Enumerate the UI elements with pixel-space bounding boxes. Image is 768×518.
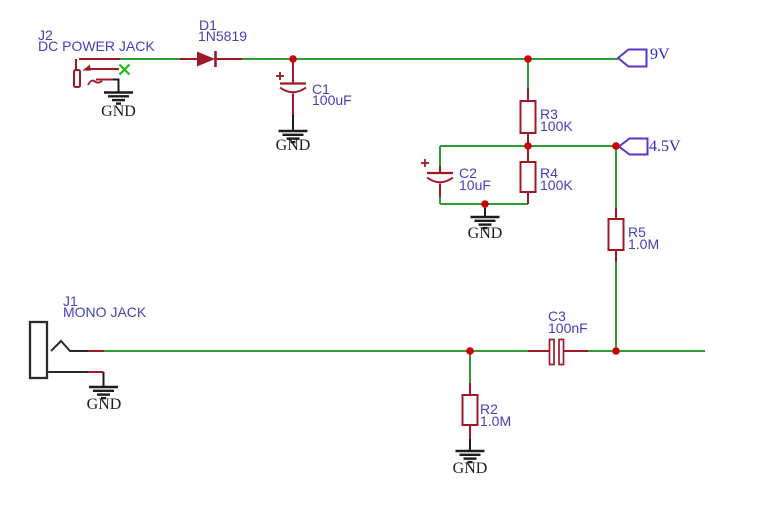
symbol-capacitor-C3 xyxy=(528,338,588,366)
junction-c3-r5 xyxy=(612,347,620,355)
label-R4-ref: R4 xyxy=(540,165,558,181)
net-label-9v: 9V xyxy=(650,46,670,63)
j1-body xyxy=(28,320,49,380)
gnd-symbol-j1 xyxy=(89,385,118,400)
label-C1-value: 100uF xyxy=(312,92,352,108)
label-J2-value: DC POWER JACK xyxy=(38,37,155,54)
c3-plate-left xyxy=(548,338,555,366)
label-C2-value: 10uF xyxy=(459,177,491,193)
label-R3-ref: R3 xyxy=(540,106,558,122)
net-label-4v5: 4.5V xyxy=(649,138,681,155)
junction-c2-gnd xyxy=(481,200,489,208)
label-R5-ref: R5 xyxy=(628,224,646,240)
label-J1-value: MONO JACK xyxy=(63,303,147,320)
gnd-label-r2: GND xyxy=(452,460,488,477)
symbol-mono-jack-J1 xyxy=(28,320,105,387)
symbol-dc-power-jack-J2 xyxy=(73,58,131,92)
junction-r2 xyxy=(466,347,474,355)
label-C2-ref: C2 xyxy=(459,165,477,181)
label-R2-ref: R2 xyxy=(480,401,498,417)
jack-barrel xyxy=(73,69,81,88)
symbol-resistor-R2 xyxy=(461,383,479,451)
symbol-capacitor-C2 xyxy=(421,159,486,217)
r5-body xyxy=(607,218,625,251)
r2-body xyxy=(461,394,479,426)
c1-plus-icon xyxy=(276,72,284,80)
r4-body xyxy=(519,161,537,193)
label-D1-value: 1N5819 xyxy=(198,28,248,44)
label-C3-ref: C3 xyxy=(548,308,566,324)
gnd-label-c2: GND xyxy=(467,225,503,242)
symbol-resistor-R5 xyxy=(607,208,625,262)
label-J2-ref: J2 xyxy=(38,27,53,43)
label-D1-ref: D1 xyxy=(199,17,217,33)
label-R2-value: 1.0M xyxy=(480,413,512,429)
label-R4-value: 100K xyxy=(540,177,573,193)
j1-tip-contact xyxy=(50,339,88,352)
junction-r3-r4 xyxy=(524,142,532,150)
gnd-symbol-c1 xyxy=(278,129,308,144)
gnd-label-j1: GND xyxy=(86,396,122,413)
symbol-diode-D1 xyxy=(180,51,242,67)
jack-pin-arrow xyxy=(82,64,91,71)
symbol-resistor-R3 xyxy=(519,88,537,146)
gnd-label-c1: GND xyxy=(275,137,311,154)
c3-plate-right xyxy=(558,338,565,366)
r3-body xyxy=(519,100,537,134)
label-C1-ref: C1 xyxy=(312,81,330,97)
c2-plus-icon xyxy=(421,159,429,167)
jack-switch-lever xyxy=(87,79,103,86)
c2-plate-bottom-arc xyxy=(426,176,454,184)
net-flag-4v5 xyxy=(617,137,649,156)
jack-gnd-wire xyxy=(113,78,120,92)
no-connect-icon xyxy=(118,63,131,76)
label-C3-value: 100nF xyxy=(548,320,588,336)
symbol-resistor-R4 xyxy=(519,146,537,204)
gnd-symbol-j2 xyxy=(104,91,133,105)
gnd-symbol-c2 xyxy=(470,215,500,230)
label-J1-ref: J1 xyxy=(63,293,78,309)
gnd-symbol-r2 xyxy=(455,449,485,464)
label-R5-value: 1.0M xyxy=(628,236,660,252)
symbol-capacitor-C1 xyxy=(276,59,307,131)
c1-plate-bottom-arc xyxy=(279,86,307,94)
junction-dots xyxy=(289,55,620,355)
label-R3-value: 100K xyxy=(540,118,573,134)
diode-triangle xyxy=(197,51,215,67)
junction-4v5 xyxy=(612,142,620,150)
junction-r3-top xyxy=(524,55,532,63)
wires xyxy=(104,58,705,383)
net-flag-9v xyxy=(616,48,648,68)
junction-c1 xyxy=(289,55,297,63)
gnd-label-j2: GND xyxy=(101,103,136,120)
